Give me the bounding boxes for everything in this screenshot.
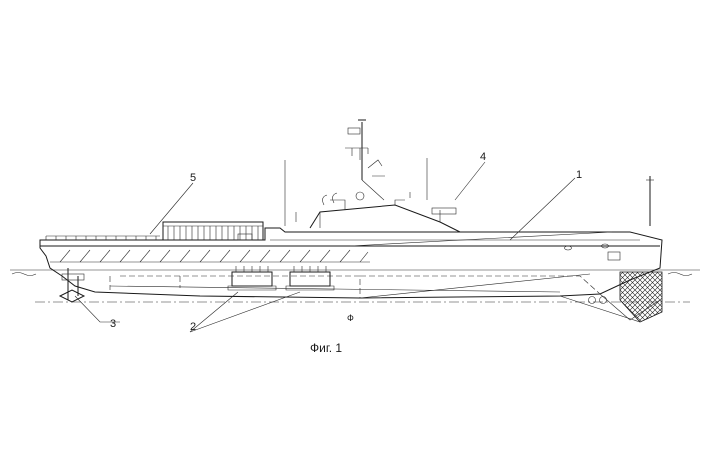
superstructure xyxy=(284,119,654,233)
label-deck-equipment: 5 xyxy=(190,172,196,184)
underwater-contour xyxy=(109,275,601,298)
label-propulsion-pods: 2 xyxy=(190,321,196,333)
propulsion-pods xyxy=(227,266,335,291)
label-stern-thruster: 3 xyxy=(110,318,116,330)
stern-thruster xyxy=(58,268,86,303)
bow-hatched-area xyxy=(607,251,663,323)
label-superstructure: 4 xyxy=(480,151,486,163)
hull-side-stripes xyxy=(50,249,370,263)
label-hull: 1 xyxy=(576,169,582,181)
waterline xyxy=(10,269,700,276)
figure-caption: Фиг. 1 xyxy=(310,341,342,355)
deck-equipment xyxy=(45,221,264,241)
hull-outline xyxy=(39,227,663,323)
portholes xyxy=(564,243,609,304)
leader-lines xyxy=(74,161,576,333)
centerline-mark: Ф xyxy=(347,313,354,323)
